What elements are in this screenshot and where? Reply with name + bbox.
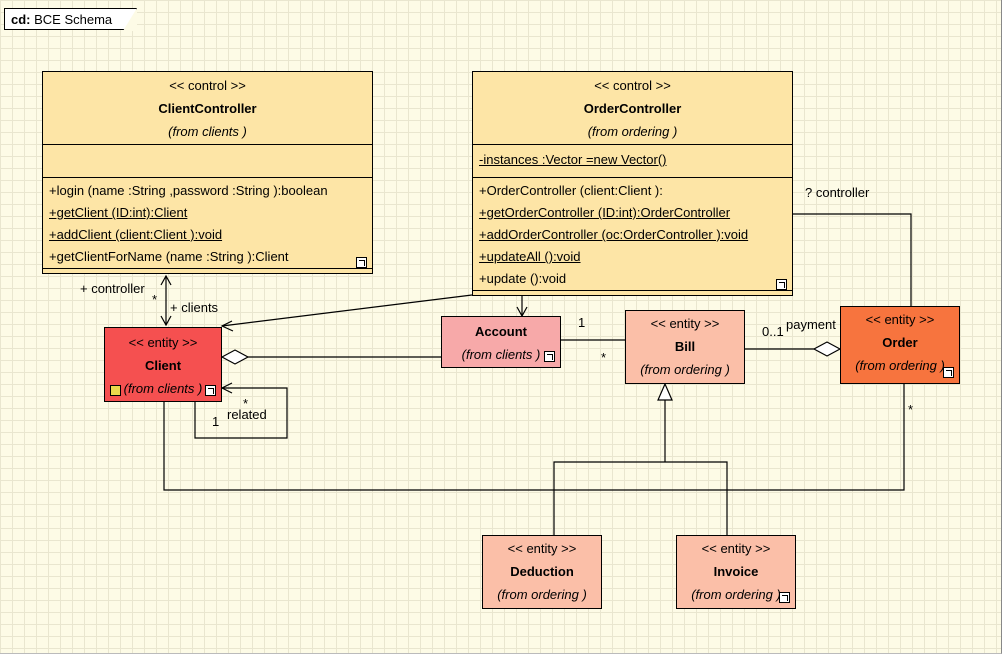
class-order-controller[interactable]: << control >> OrderController (from orde… xyxy=(472,71,793,296)
client-order-association xyxy=(163,384,905,491)
deduction-stereotype: << entity >> xyxy=(507,541,577,556)
order-controller-name: OrderController xyxy=(583,101,682,116)
order-stereotype: << entity >> xyxy=(865,312,935,327)
order-from: (from ordering ) xyxy=(855,358,945,373)
label-clients-role: + clients xyxy=(170,300,219,315)
bill-from: (from ordering ) xyxy=(640,362,730,377)
label-multiplicity-star: * xyxy=(152,292,158,307)
client-controller-op-addclient: +addClient (client:Client ):void xyxy=(49,227,223,242)
invoice-name: Invoice xyxy=(713,564,759,579)
invoice-stereotype: << entity >> xyxy=(701,541,771,556)
order-controller-op-update: +update ():void xyxy=(479,271,567,286)
link-icon xyxy=(356,257,367,268)
class-deduction[interactable]: << entity >> Deduction (from ordering ) xyxy=(482,535,602,609)
label-controller-role: + controller xyxy=(80,281,145,296)
arrow-up-controller xyxy=(160,274,172,286)
client-controller-attributes xyxy=(43,145,372,178)
class-account[interactable]: Account (from clients ) xyxy=(441,316,561,368)
client-controller-from: (from clients ) xyxy=(168,124,247,139)
label-multiplicity-star: * xyxy=(243,396,249,411)
order-controller-attr-instances: -instances :Vector =new Vector() xyxy=(479,152,667,167)
diagram-frame-label: cd: BCE Schema xyxy=(4,8,138,31)
order-controller-op-getordercontroller: +getOrderController (ID:int):OrderContro… xyxy=(479,205,731,220)
label-controller-question: ? controller xyxy=(805,185,870,200)
link-icon xyxy=(779,592,790,603)
arrow-down-client xyxy=(160,315,172,327)
label-multiplicity-star: * xyxy=(601,350,607,365)
order-controller-from: (from ordering ) xyxy=(587,124,678,139)
ordercontroller-client-association xyxy=(221,294,473,327)
client-from: (from clients ) xyxy=(123,381,203,396)
order-controller-association xyxy=(793,213,912,306)
order-controller-stereotype: << control >> xyxy=(594,78,671,93)
note-icon xyxy=(110,385,121,396)
class-client[interactable]: << entity >> Client (from clients ) xyxy=(104,327,222,402)
invoice-from: (from ordering ) xyxy=(691,587,781,602)
deduction-from: (from ordering ) xyxy=(497,587,587,602)
class-order[interactable]: << entity >> Order (from ordering ) xyxy=(840,306,960,384)
class-invoice[interactable]: << entity >> Invoice (from ordering ) xyxy=(676,535,796,609)
link-icon xyxy=(544,351,555,362)
label-multiplicity-one: 1 xyxy=(578,315,586,330)
account-name: Account xyxy=(475,324,527,339)
client-name: Client xyxy=(144,358,182,373)
client-controller-op-getclientforname: +getClientForName (name :String ):Client xyxy=(49,249,289,264)
client-related-self-association xyxy=(194,387,288,439)
order-controller-op-updateall: +updateAll ():void xyxy=(479,249,581,264)
link-icon xyxy=(205,385,216,396)
bill-name: Bill xyxy=(674,339,696,354)
client-controller-op-login: +login (name :String ,password :String )… xyxy=(49,183,328,198)
order-name: Order xyxy=(882,335,918,350)
client-controller-stereotype: << control >> xyxy=(169,78,246,93)
deduction-name: Deduction xyxy=(510,564,574,579)
generalization-branches xyxy=(553,461,728,535)
label-multiplicity-star: * xyxy=(908,402,914,417)
client-controller-op-getclient: +getClient (ID:int):Client xyxy=(49,205,188,220)
label-payment-role: payment xyxy=(786,317,836,332)
label-multiplicity-zero-one: 0..1 xyxy=(762,324,784,339)
link-icon xyxy=(776,279,787,290)
account-from: (from clients ) xyxy=(461,347,541,362)
client-controller-name: ClientController xyxy=(158,101,257,116)
class-client-controller[interactable]: << control >> ClientController (from cli… xyxy=(42,71,373,274)
label-multiplicity-one: 1 xyxy=(212,414,220,429)
frame-kind: cd: xyxy=(11,12,31,27)
class-bill[interactable]: << entity >> Bill (from ordering ) xyxy=(625,310,745,384)
order-controller-op-addordercontroller: +addOrderController (oc:OrderController … xyxy=(479,227,749,242)
order-controller-op-constructor: +OrderController (client:Client ): xyxy=(479,183,663,198)
link-icon xyxy=(943,367,954,378)
client-stereotype: << entity >> xyxy=(128,335,198,350)
label-related: related xyxy=(227,407,267,422)
bill-stereotype: << entity >> xyxy=(650,316,720,331)
generalization-arrowhead xyxy=(657,382,673,401)
frame-name: BCE Schema xyxy=(34,12,113,27)
